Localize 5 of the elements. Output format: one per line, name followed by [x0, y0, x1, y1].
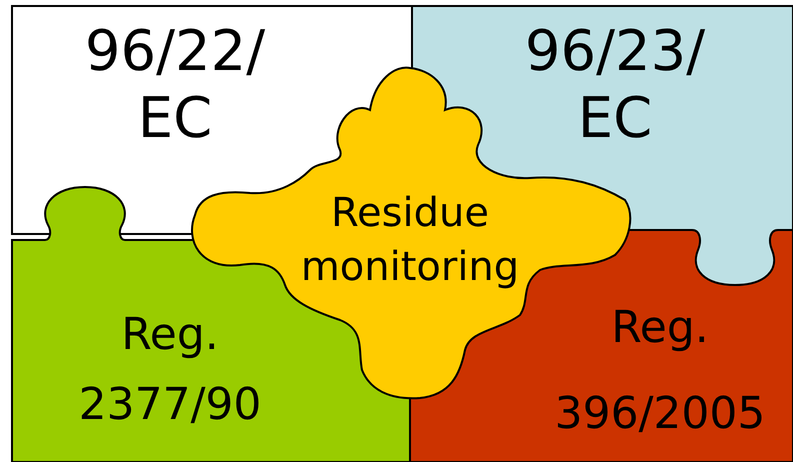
piece-label: Residue monitoring [300, 189, 520, 292]
piece-label: 96/22/ EC [84, 18, 266, 152]
piece-label: Reg. 396/2005 [554, 301, 766, 441]
piece-label: 96/23/ EC [524, 18, 706, 152]
piece-label: Reg. 2377/90 [78, 308, 262, 432]
